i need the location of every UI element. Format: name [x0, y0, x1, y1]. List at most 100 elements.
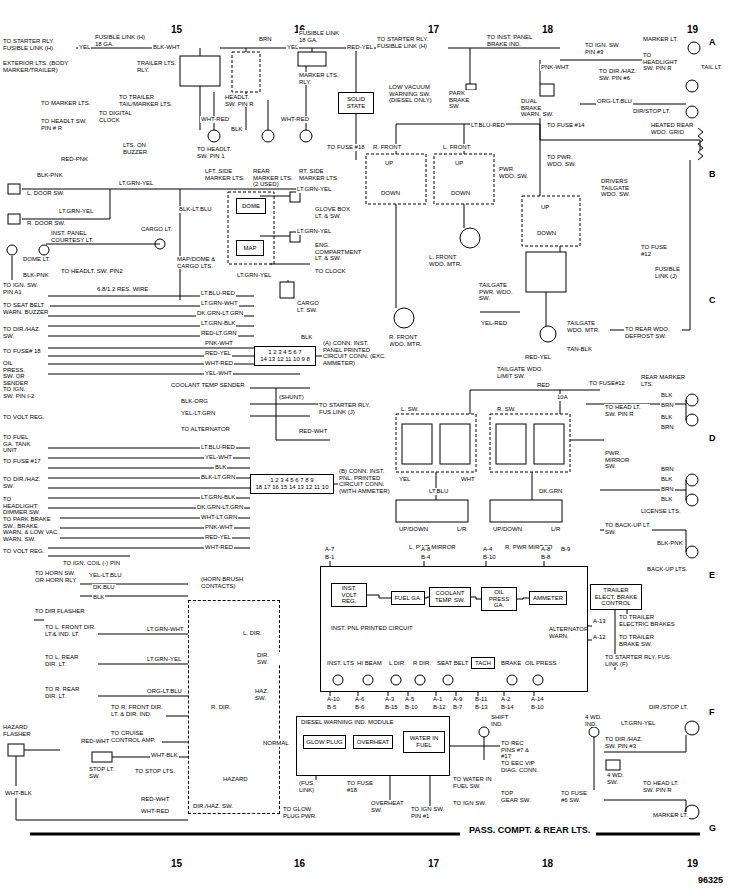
component-box: 1 2 3 4 5 6 7 8 918 17 16 15 14 13 12 11…: [250, 474, 334, 494]
wire-label: TO REC PINS #7 & #17: [500, 740, 540, 760]
wire-label: TO PARK BRAKE SW., BRAKE WARN. & LOW VAC…: [2, 516, 60, 542]
wire-label: (FUS. LINK): [298, 780, 330, 793]
node-text-block: MAP: [243, 245, 256, 252]
wire-label: (SHUNT): [278, 394, 305, 401]
wire-label: B-7: [452, 704, 463, 711]
wire-label: BLK-WHT: [152, 44, 181, 51]
node-text: 1 2 3 4 5 6 7: [260, 349, 310, 356]
wire-label: COOLANT TEMP SENDER: [170, 382, 246, 389]
wire-label: TO VOLT REG.: [2, 414, 45, 421]
wire-label: SEAT BELT: [436, 660, 469, 667]
wire-label: TO L. FRONT DIR. LT.& IND. LT.: [44, 624, 98, 637]
wire-label: MARKER LT.: [652, 812, 689, 819]
wire-label: BRN: [660, 486, 675, 493]
window-switch: [526, 252, 566, 292]
wire-label: TO TRAILER ELECTRIC BRAKES: [618, 614, 676, 627]
wire-label: TO FUSE #6 SW.: [560, 790, 592, 803]
grid-reference: 16: [293, 858, 306, 869]
wire-label: LT.GRN-YEL: [118, 180, 154, 187]
wire-label: LT.GRN-BLK: [200, 320, 236, 327]
wire-label: TO FUEL GA. TANK UNIT: [2, 434, 36, 454]
wire-label: ALTERNATOR WARN.: [548, 626, 586, 639]
component-box: AMMETER: [529, 591, 567, 605]
wire-label: LT.GRN-BLK: [200, 494, 236, 501]
node-text-block: INST. PNL PRINTED CIRCUIT: [331, 625, 413, 632]
wire-label: TO FUSE #12: [640, 244, 672, 257]
wire-label: B-1: [324, 554, 335, 561]
wire-label: DK.GRN-LT.GRN: [196, 310, 244, 317]
wire-label: PNK-WHT: [204, 524, 234, 531]
wire-label: TO HEADLT SW. PIN # R: [40, 118, 94, 131]
node-text-block: INST. VOLT REG.: [334, 585, 364, 605]
node-text-block: AMMETER: [533, 595, 563, 602]
wire-label: A-13: [592, 618, 607, 625]
wire-label: TO DIR./HAZ. SW.: [2, 476, 44, 489]
switch-section: [496, 424, 526, 464]
lamp-symbol: [686, 494, 698, 506]
wire-label: TO R. REAR DIR. LT.: [44, 686, 90, 699]
wire-label: A-12: [592, 634, 607, 641]
wire-label: HAZARD FLASHER: [2, 724, 38, 737]
component-box: INST. VOLT REG.: [331, 583, 367, 607]
wire-label: BLK-PNK: [656, 540, 684, 547]
wire-label: HAZARD: [222, 776, 249, 783]
wire-label: TO BACK-UP LT. SW.: [604, 522, 652, 535]
lamp-symbol: [7, 245, 17, 255]
wire-label: LT.GRN-YEL: [236, 272, 272, 279]
wire-label: A-7: [324, 546, 335, 553]
switch-symbol: [290, 192, 300, 202]
circuit-trace: [367, 595, 391, 598]
node-text: OVERHEAT: [357, 739, 390, 746]
wire-label: BLK-LT.BLU: [178, 206, 213, 213]
wire-label: L. FRONT: [442, 144, 471, 151]
wire-label: TO FUSE #18: [326, 144, 366, 151]
wire-label: TAIL LT.: [700, 64, 730, 71]
wire-run: [12, 48, 700, 820]
wire-label: TO DIR FLASHER: [34, 608, 86, 615]
wire-label: BLK: [660, 496, 673, 503]
lamp-symbol: [685, 721, 699, 735]
wire-label: WHT-RED: [204, 360, 234, 367]
node-text: INST. PNL PRINTED CIRCUIT: [331, 625, 413, 632]
wire-label: B-5: [326, 704, 337, 711]
wire-label: LTS. ON BUZZER: [122, 142, 154, 155]
wire-label: BLK: [660, 414, 673, 421]
wire-label: DIR/STOP LT.: [632, 108, 671, 115]
component-box: OVERHEAT: [353, 735, 393, 749]
wire-label: BRN: [660, 424, 675, 431]
wire-label: LFT. SIDE MARKER LTS.: [204, 168, 250, 181]
wire-label: TOP GEAR SW.: [500, 790, 532, 803]
wire-label: LT.GRN-WHT: [200, 300, 239, 307]
wire-label: BLK-PNK: [36, 172, 64, 179]
wire-label: ENG. COMPARTMENT LT. & SW.: [314, 242, 368, 262]
wire-label: YEL: [78, 44, 91, 51]
switch-symbol: [92, 752, 112, 762]
grid-reference: PASS. COMPT. & REAR LTS.: [468, 826, 591, 836]
wire-label: BLK-ORG: [180, 398, 209, 405]
wire-label: TO INST. PANEL BRAKE IND.: [486, 34, 550, 47]
wire-label: YEL-LT.BLU: [88, 572, 123, 579]
wire-label: RT. SIDE MARKER LTS.: [298, 168, 340, 181]
indicator-lamp: [507, 675, 517, 685]
wire-label: LT.GRN-WHT: [146, 626, 185, 633]
wire-label: YEL-RED: [480, 320, 508, 327]
wire-label: UP: [384, 160, 394, 167]
switch-section: [402, 424, 432, 464]
grid-reference: G: [708, 824, 717, 834]
wire-label: HEADLT. SW. PIN R: [224, 94, 262, 107]
component-box: FUEL GA.: [391, 591, 425, 605]
wire-label: MARKER LT.: [642, 36, 679, 43]
component-box: SOLID STATE: [338, 92, 374, 114]
grid-reference: 19: [686, 858, 699, 869]
wire-label: REAR MARKER LTS. (2 USED): [252, 168, 296, 188]
wire-label: TO HEADLT. SW. PIN 1: [196, 146, 244, 159]
wire-label: LT.GRN-YEL: [296, 186, 332, 193]
wire-label: FUSIBLE LINK (H) 18 GA.: [94, 34, 148, 47]
wire-label: WHT: [460, 476, 476, 483]
wire-label: DK.GRN-LT.GRN: [196, 504, 244, 511]
wire-label: TO FUSE #18: [346, 780, 376, 793]
motor-symbol: [540, 326, 556, 342]
wire-label: YEL: [286, 44, 299, 51]
wire-label: DOWN: [380, 190, 401, 197]
grid-reference: E: [708, 571, 716, 581]
